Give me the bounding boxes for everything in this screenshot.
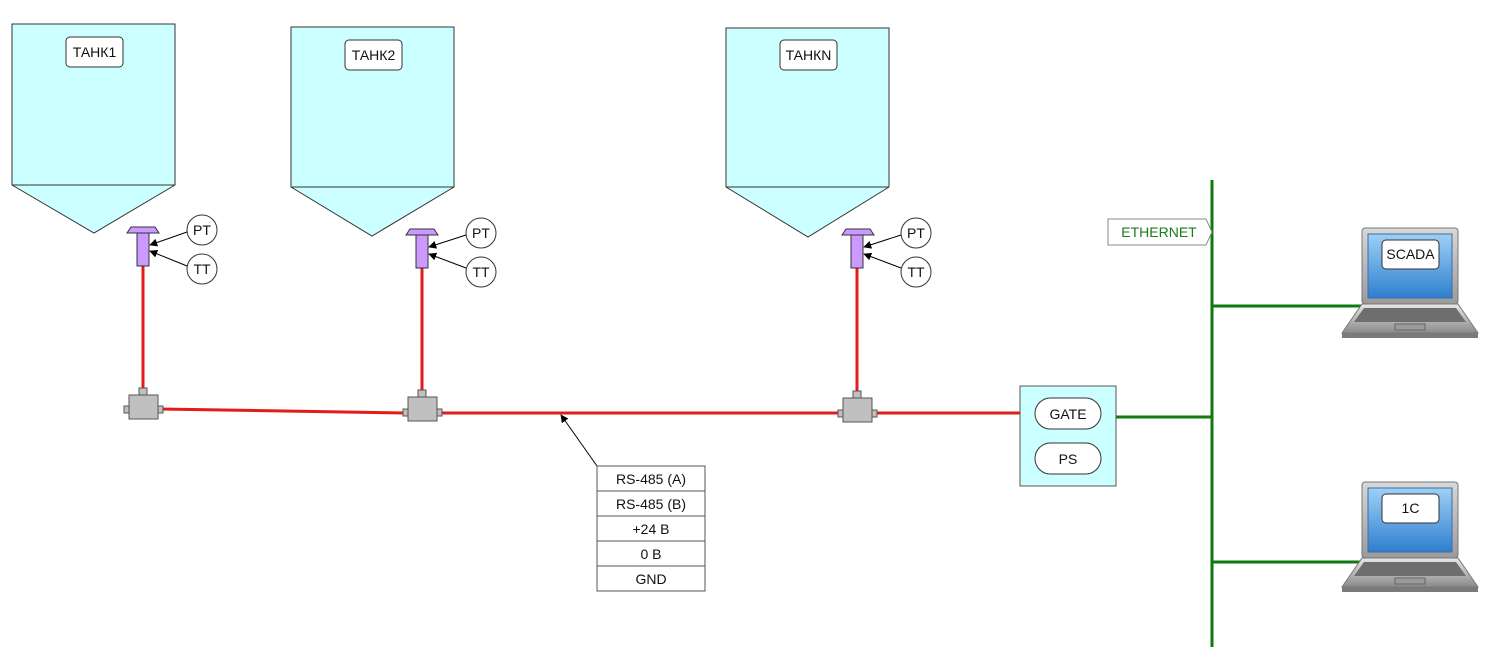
sensor-1: PT TT — [126, 214, 218, 285]
t-connector-1 — [123, 387, 164, 420]
tank-2: ТАНК2 — [290, 26, 455, 237]
tt-1-label: TT — [193, 261, 211, 277]
ethernet-network — [1116, 180, 1362, 647]
pt-1-circle — [186, 214, 218, 246]
pt-1-label: PT — [193, 222, 211, 238]
sensor-2: PT TT — [405, 217, 497, 288]
tank-n-label: ТАНКN — [786, 47, 832, 63]
tt-n-circle — [900, 256, 932, 288]
sensor-n: PT TT — [841, 217, 932, 288]
pt-n-label: PT — [907, 225, 925, 241]
tank-2-label-box — [344, 39, 403, 71]
tt-n-label: TT — [907, 264, 925, 280]
tank-1-label: ТАНК1 — [73, 44, 117, 60]
tt-2-label: TT — [472, 264, 490, 280]
signal-0v: 0 В — [640, 546, 661, 562]
sensor-2-cap — [405, 228, 439, 236]
t-connector-2 — [402, 389, 443, 422]
pt-2-circle — [465, 217, 497, 249]
tank-n: ТАНКN — [725, 27, 890, 238]
signal-rs485-b: RS-485 (B) — [616, 496, 686, 512]
signal-gnd: GND — [635, 571, 666, 587]
1c-label-box — [1381, 493, 1440, 524]
tt-2-circle — [465, 256, 497, 288]
signal-24v: +24 В — [633, 521, 670, 537]
sensor-1-body — [136, 232, 150, 267]
tank-1: ТАНК1 — [11, 23, 176, 234]
gate-pill — [1034, 397, 1102, 430]
tank-1-label-box — [65, 36, 124, 68]
scada-label: SCADA — [1386, 246, 1435, 262]
tank-n-label-box — [779, 39, 838, 71]
tank-n-body — [725, 27, 890, 238]
tank-2-label: ТАНК2 — [352, 47, 396, 63]
tank-2-body — [290, 26, 455, 237]
ps-pill — [1034, 442, 1102, 475]
gateway-box: GATE PS — [1019, 385, 1117, 487]
sensor-n-body — [850, 234, 864, 269]
ps-label: PS — [1059, 451, 1078, 467]
pt-n-circle — [900, 217, 932, 249]
t-connector-n — [837, 390, 878, 423]
laptop-scada-icon: SCADA — [1341, 227, 1479, 338]
ethernet-label-tag: ETHERNET — [1107, 218, 1213, 246]
tt-1-circle — [186, 253, 218, 285]
sensor-1-cap — [126, 226, 160, 234]
ethernet-label: ETHERNET — [1121, 224, 1197, 240]
bus-signals-table: RS-485 (A) RS-485 (B) +24 В 0 В GND — [596, 465, 706, 592]
1c-label: 1C — [1402, 500, 1420, 516]
sensor-2-body — [415, 234, 429, 269]
rs485-bus — [141, 266, 1020, 415]
signal-rs485-a: RS-485 (A) — [616, 471, 686, 487]
tank-1-body — [11, 23, 176, 234]
scada-label-box — [1381, 239, 1440, 270]
laptop-1c-icon: 1C — [1341, 481, 1479, 592]
pt-2-label: PT — [472, 225, 490, 241]
gate-label: GATE — [1049, 406, 1086, 422]
sensor-n-cap — [841, 228, 875, 236]
